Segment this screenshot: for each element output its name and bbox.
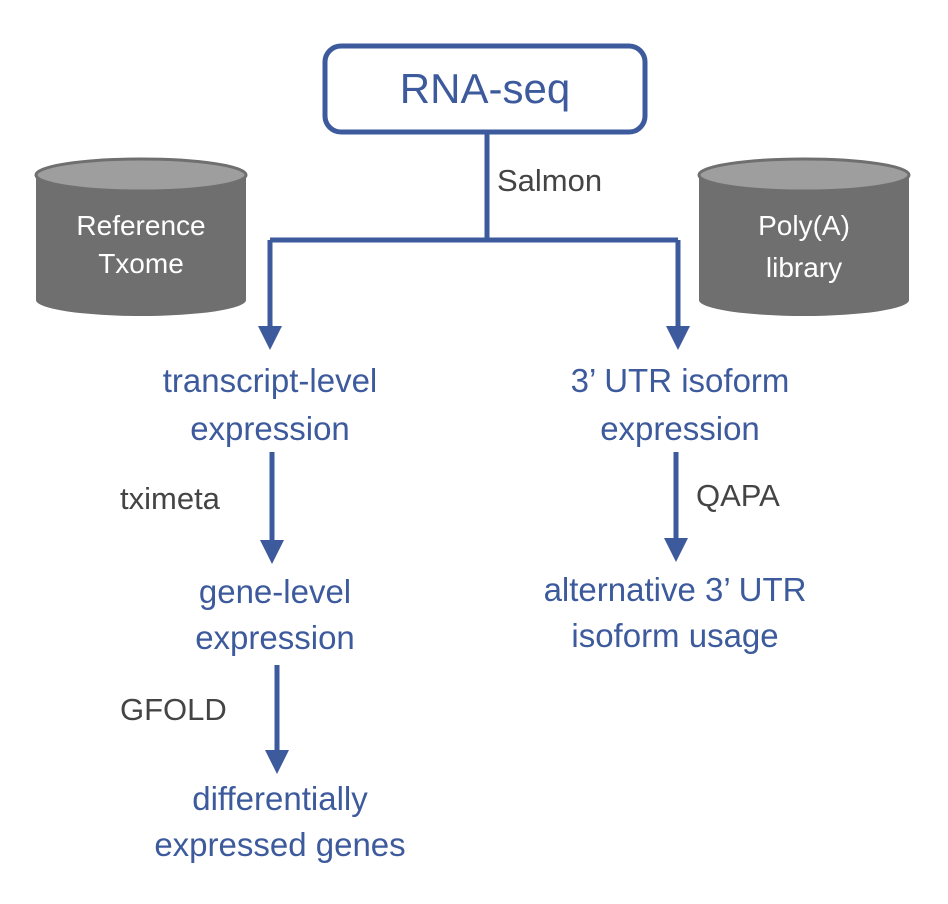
- gene-level-node-line1: gene-level: [198, 573, 352, 610]
- reference-db-label-line1: Reference: [76, 210, 206, 241]
- alternative-utr-usage-node-line1: alternative 3’ UTR: [543, 571, 807, 608]
- qapa-arrowhead: [664, 538, 688, 562]
- arrow-to-utr-expression: [666, 326, 690, 350]
- salmon-branch-connector: [267, 132, 681, 330]
- utr-isoform-expression-node-line2: expression: [600, 410, 760, 447]
- qapa-tool-label: QAPA: [696, 478, 780, 513]
- polya-db-label-line2: library: [765, 252, 843, 283]
- tximeta-tool-label: tximeta: [120, 481, 220, 516]
- utr-isoform-expression-node-line1: 3’ UTR isoform: [570, 362, 790, 399]
- differentially-expressed-genes-node-line2: expressed genes: [154, 826, 406, 863]
- arrow-to-transcript: [258, 326, 282, 350]
- rna-seq-label: RNA-seq: [399, 65, 571, 112]
- reference-txome-database-icon: [34, 157, 248, 316]
- tximeta-arrowhead: [260, 540, 284, 564]
- alternative-utr-usage-node-line2: isoform usage: [571, 617, 779, 654]
- gfold-arrowhead: [265, 750, 289, 774]
- reference-db-label-line2: Txome: [98, 248, 184, 279]
- differentially-expressed-genes-node-line1: differentially: [192, 780, 368, 817]
- polya-library-database-icon: [697, 157, 911, 316]
- transcript-level-node-line1: transcript-level: [162, 362, 378, 399]
- transcript-level-node-line2: expression: [190, 410, 350, 447]
- gene-level-node-line2: expression: [195, 619, 355, 656]
- gfold-tool-label: GFOLD: [120, 692, 227, 727]
- polya-db-label-line1: Poly(A): [758, 210, 850, 241]
- salmon-tool-label: Salmon: [497, 163, 603, 198]
